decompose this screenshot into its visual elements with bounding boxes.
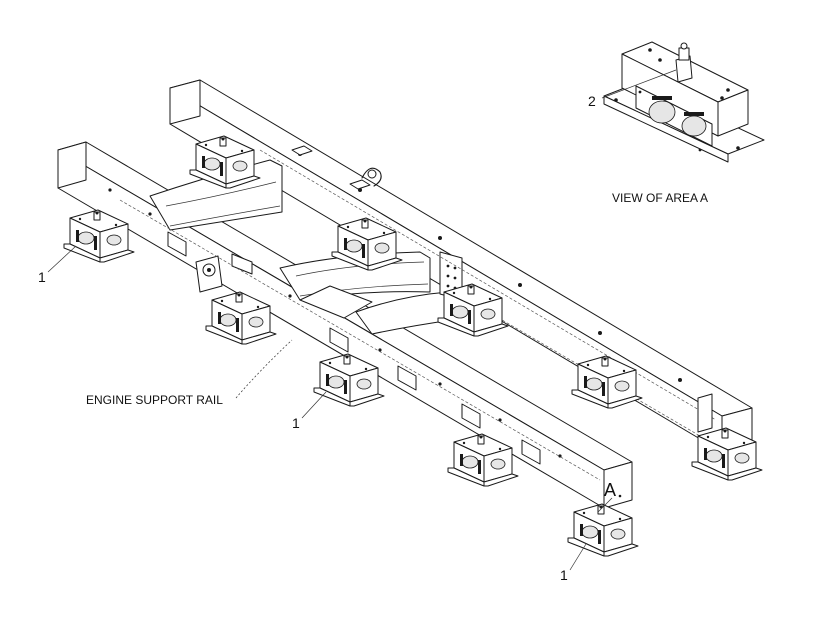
mount-block [567,503,639,557]
end-bracket [697,393,713,433]
callout-2-label: 2 [588,93,596,109]
detail-view-area-a [601,41,765,163]
engine-support-rail-label: ENGINE SUPPORT RAIL [86,393,223,407]
callout-1-label: 1 [292,415,300,431]
view-of-area-label: VIEW OF AREA A [612,191,708,205]
callout-1-label: 1 [38,269,46,285]
callout-leaders [47,245,613,571]
area-a-marker: A [604,480,616,500]
callout-1-label: 1 [560,567,568,583]
